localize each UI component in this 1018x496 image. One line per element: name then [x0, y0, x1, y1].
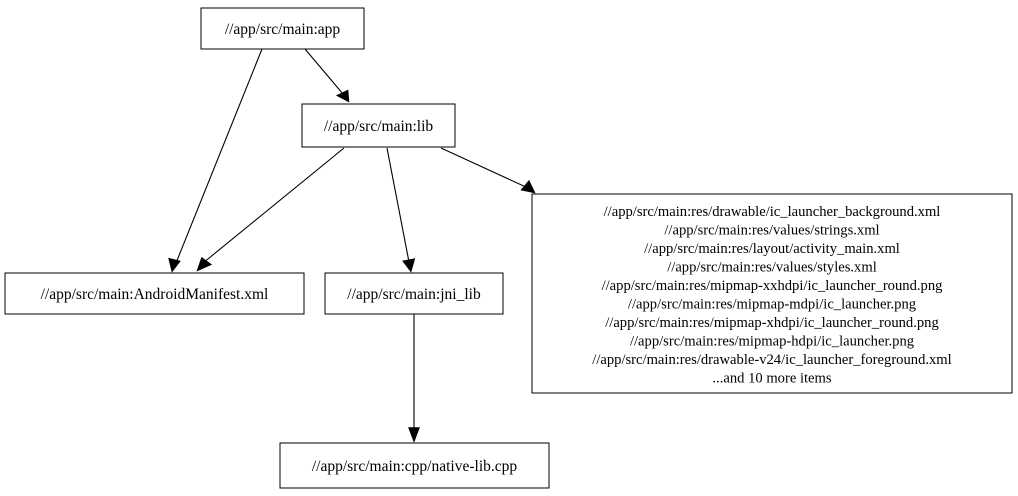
edge-jni-lib-to-native-lib [408, 314, 420, 443]
cluster-line: //app/src/main:res/mipmap-hdpi/ic_launch… [630, 334, 915, 350]
edge-line [440, 147, 529, 189]
node-box[interactable] [200, 7, 365, 50]
cluster-line: ...and 10 more items [712, 371, 831, 387]
cluster-line: //app/src/main:res/values/strings.xml [664, 223, 879, 239]
arrowhead-icon [408, 427, 420, 443]
node-res-cluster[interactable]: //app/src/main:res/drawable/ic_launcher_… [531, 193, 1013, 394]
edge-app-to-lib [304, 48, 350, 103]
arrowhead-icon [196, 256, 213, 272]
node-box[interactable] [4, 272, 305, 315]
edge-lib-to-manifest [196, 147, 345, 272]
node-box[interactable] [301, 103, 456, 148]
node-android-manifest[interactable]: //app/src/main:AndroidManifest.xml [4, 272, 305, 315]
edge-app-to-manifest [168, 48, 263, 273]
nodes-layer: //app/src/main:app //app/src/main:lib //… [4, 7, 1013, 489]
edge-line [386, 147, 410, 263]
node-jni-lib[interactable]: //app/src/main:jni_lib [324, 272, 504, 315]
node-label: //app/src/main:cpp/native-lib.cpp [312, 458, 518, 475]
arrowhead-icon [335, 89, 350, 103]
node-label: //app/src/main:jni_lib [347, 286, 481, 303]
cluster-line: //app/src/main:res/drawable-v24/ic_launc… [592, 352, 951, 368]
node-app[interactable]: //app/src/main:app [200, 7, 365, 50]
arrowhead-icon [168, 257, 181, 273]
cluster-line: //app/src/main:res/mipmap-mdpi/ic_launch… [628, 297, 917, 313]
cluster-line: //app/src/main:res/values/styles.xml [667, 260, 877, 276]
node-box[interactable] [531, 193, 1013, 394]
node-label: //app/src/main:app [225, 21, 341, 38]
edge-lib-to-res-cluster [440, 147, 536, 194]
edge-lib-to-jni-lib [386, 147, 416, 273]
node-box[interactable] [279, 442, 550, 489]
cluster-line: //app/src/main:res/mipmap-xxhdpi/ic_laun… [602, 278, 944, 294]
edge-line [175, 48, 263, 264]
node-label: //app/src/main:AndroidManifest.xml [41, 286, 269, 303]
cluster-line: //app/src/main:res/layout/activity_main.… [644, 241, 900, 257]
node-lib[interactable]: //app/src/main:lib [301, 103, 456, 148]
cluster-line: //app/src/main:res/drawable/ic_launcher_… [604, 204, 941, 220]
edge-line [202, 147, 345, 264]
node-label: //app/src/main:lib [324, 118, 434, 135]
edges-layer [168, 48, 536, 443]
node-native-lib-cpp[interactable]: //app/src/main:cpp/native-lib.cpp [279, 442, 550, 489]
arrowhead-icon [402, 258, 416, 273]
cluster-label-lines: //app/src/main:res/drawable/ic_launcher_… [592, 204, 951, 387]
edge-line [304, 48, 344, 95]
node-box[interactable] [324, 272, 504, 315]
arrowhead-icon [520, 179, 536, 194]
cluster-line: //app/src/main:res/mipmap-xhdpi/ic_launc… [605, 315, 939, 331]
